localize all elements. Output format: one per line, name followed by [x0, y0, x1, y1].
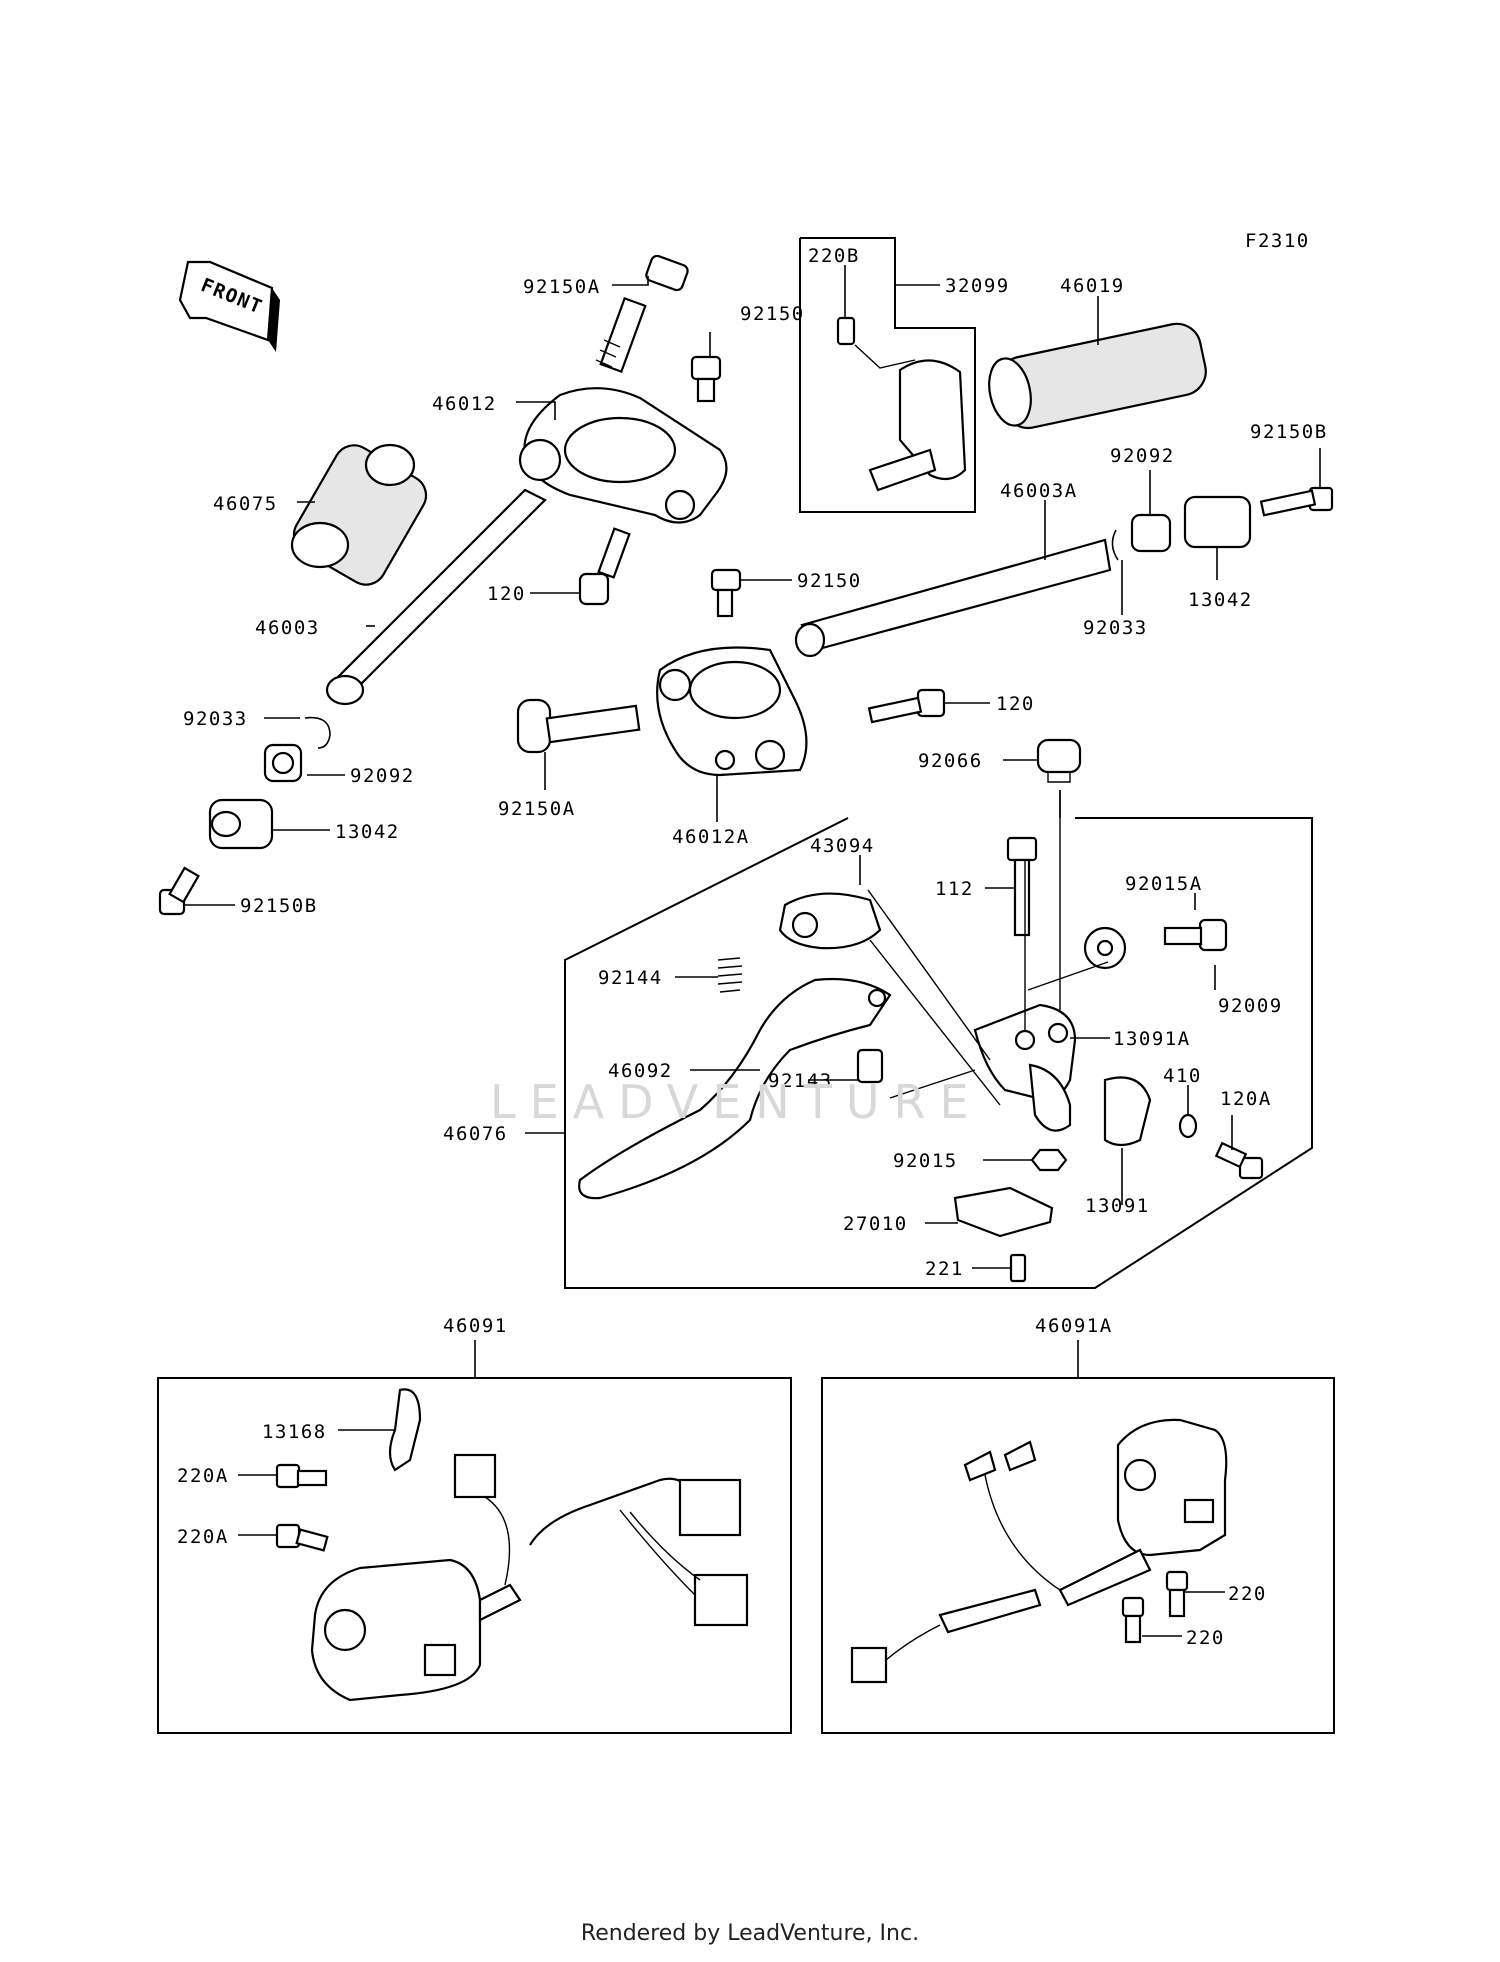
bolt-120A: [1214, 1141, 1264, 1180]
switch-box-46091-frame: [157, 1377, 792, 1734]
clamp-13091: [1103, 1076, 1152, 1147]
screw-220A-2: [275, 1523, 329, 1552]
bolt-112: [1006, 836, 1038, 937]
label-13042-right: 13042: [1188, 589, 1253, 611]
weight-13042-left: [208, 798, 274, 850]
knob-92066: [1036, 738, 1082, 783]
front-arrow-icon: FRONT: [178, 260, 280, 352]
bolt-92150-mid: [710, 568, 742, 618]
label-120-left: 120: [487, 583, 526, 605]
label-220B: 220B: [808, 245, 860, 267]
collar-92092-left: [263, 743, 303, 783]
label-92150A-top: 92150A: [523, 276, 601, 298]
label-92066: 92066: [918, 750, 983, 772]
label-112: 112: [935, 878, 974, 900]
label-27010: 27010: [843, 1213, 908, 1235]
collar-92092-right: [1130, 513, 1172, 553]
label-92150A-mid: 92150A: [498, 798, 576, 820]
bracket-43094: [778, 892, 882, 950]
label-92150B-right: 92150B: [1250, 421, 1328, 443]
bolt-92150-top: [690, 355, 722, 403]
label-43094: 43094: [810, 835, 875, 857]
circlip-92033-right: [1111, 529, 1119, 561]
label-46012A: 46012A: [672, 826, 750, 848]
label-92150-top: 92150: [740, 303, 805, 325]
grip-46075: [290, 443, 428, 586]
label-92092-left: 92092: [350, 765, 415, 787]
label-92150B-left: 92150B: [240, 895, 318, 917]
label-46003: 46003: [255, 617, 320, 639]
label-32099: 32099: [945, 275, 1010, 297]
credit-line: Rendered by LeadVenture, Inc.: [580, 1921, 920, 1946]
nut-92015: [1030, 1148, 1068, 1172]
switch-27010: [953, 1186, 1054, 1238]
label-220A-1: 220A: [177, 1465, 229, 1487]
label-46019: 46019: [1060, 275, 1125, 297]
screw-92009: [1163, 918, 1228, 952]
screw-221: [1009, 1253, 1027, 1283]
tube-46003: [325, 488, 547, 706]
label-46091: 46091: [443, 1315, 508, 1337]
bolt-92150A-mid: [516, 698, 641, 754]
label-46012: 46012: [432, 393, 497, 415]
part-labels: 92150A 92150 46012 46075 120 46003 92033…: [177, 245, 1328, 1649]
label-92015: 92015: [893, 1150, 958, 1172]
label-92015A: 92015A: [1125, 873, 1203, 895]
bolt-92150A-top: [595, 254, 689, 374]
switch-46091A: [850, 1418, 1228, 1684]
label-46075: 46075: [213, 493, 278, 515]
bolt-120-left: [578, 527, 631, 606]
tube-46003A: [794, 538, 1112, 658]
label-13091: 13091: [1085, 1195, 1150, 1217]
pivot-92143: [856, 1048, 884, 1084]
screw-220-1: [1165, 1570, 1189, 1618]
screw-220A-1: [275, 1463, 328, 1489]
label-13168: 13168: [262, 1421, 327, 1443]
figure-code: F2310: [1245, 230, 1310, 252]
bolt-92150B-right: [1259, 486, 1334, 517]
weight-13042-right: [1183, 495, 1252, 549]
holder-13091A: [973, 1003, 1077, 1132]
label-46092: 46092: [608, 1060, 673, 1082]
label-220-1: 220: [1228, 1583, 1267, 1605]
label-221: 221: [925, 1258, 964, 1280]
label-410: 410: [1163, 1065, 1202, 1087]
grip-46019: [988, 322, 1207, 430]
clamp-46012A: [656, 646, 808, 777]
label-13042-left: 13042: [335, 821, 400, 843]
throttle-box-32099: [799, 237, 976, 513]
bolt-92150B-left: [158, 866, 200, 916]
washer-92015A: [1083, 926, 1127, 970]
label-92009: 92009: [1218, 995, 1283, 1017]
label-92144: 92144: [598, 967, 663, 989]
label-220-2: 220: [1186, 1627, 1225, 1649]
label-92033-right: 92033: [1083, 617, 1148, 639]
label-92150-mid: 92150: [797, 570, 862, 592]
label-46076: 46076: [443, 1123, 508, 1145]
label-46003A: 46003A: [1000, 480, 1078, 502]
bolt-120-mid: [867, 688, 946, 724]
label-120-mid: 120: [996, 693, 1035, 715]
label-92092-right: 92092: [1110, 445, 1175, 467]
lever-assy-frame-46076: [564, 817, 1313, 1289]
label-92033-left: 92033: [183, 708, 248, 730]
washer-410: [1178, 1113, 1198, 1139]
switch-46091: [310, 1388, 749, 1702]
circlip-92033-left: [304, 716, 331, 749]
label-120A: 120A: [1220, 1088, 1272, 1110]
label-92143: 92143: [768, 1070, 833, 1092]
label-46091A: 46091A: [1035, 1315, 1113, 1337]
leader-lines: [185, 265, 1321, 1637]
lever-46092: [578, 977, 892, 1200]
spring-92144: [717, 957, 743, 993]
screw-220-2: [1121, 1596, 1145, 1644]
watermark: LEADVENTURE: [490, 1075, 983, 1129]
switch-box-46091A-frame: [821, 1377, 1335, 1734]
clamp-46012: [518, 387, 728, 524]
label-13091A: 13091A: [1113, 1028, 1191, 1050]
label-220A-2: 220A: [177, 1526, 229, 1548]
